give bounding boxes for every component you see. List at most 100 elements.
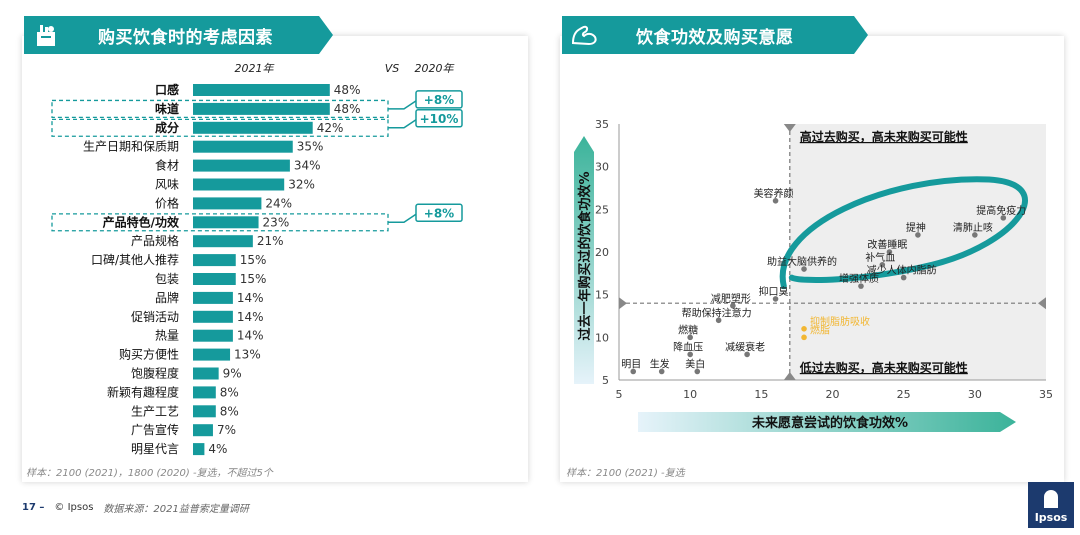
bar [193,140,293,153]
x-tick-label: 30 [968,388,982,401]
bar-value-label: 35% [297,140,324,154]
category-label: 促销活动 [131,310,179,324]
scatter-point-label: 美容养颜 [754,187,794,200]
category-label: 生产工艺 [131,404,179,418]
bar-value-label: 15% [240,272,267,286]
scatter-point [687,334,693,341]
category-label: 品牌 [155,291,179,305]
scatter-point [915,232,921,238]
highlight-connector-line [388,213,417,224]
scatter-point-label: 改善睡眠 [867,238,907,251]
bar [193,348,231,361]
bar-value-label: 24% [265,196,292,210]
bar [193,197,262,210]
scatter-point-label: 燃脂 [810,323,830,336]
scatter-point-label: 生发 [650,357,670,370]
page-number: 17 – [22,502,45,513]
x-tick-label: 25 [897,388,911,401]
efficacy-header: 饮食功效及购买意愿 [562,16,868,54]
growth-badge [415,109,463,128]
scatter-point [801,266,807,272]
scatter-point-label: 提神 [906,221,926,234]
quadrant-label-bottom-right: 低过去购买，高未来购买可能性 [799,360,968,375]
scatter-point-label: 增强体质 [839,272,879,285]
bar-value-label: 7% [217,423,236,437]
y-tick-label: 20 [595,246,609,259]
x-tick-label: 15 [754,388,768,401]
x-axis-title-arrow [638,412,1016,432]
scatter-point [858,283,864,289]
category-label: 产品特色/功效 [103,214,180,229]
y-tick-label: 15 [595,289,609,302]
year-2020-label: 2020年 [415,62,455,75]
scatter-point [900,274,907,281]
ipsos-logo-mark [1044,490,1058,508]
scatter-point-label: 补气血 [865,251,895,264]
growth-badge-label: +8% [424,93,454,107]
scatter-point [801,326,807,332]
scatter-point [730,302,736,309]
bar [193,367,219,380]
bar [193,329,233,342]
highlight-connector-line [388,119,417,129]
scatter-point [715,317,722,324]
category-label: 口碑/其他人推荐 [91,252,179,267]
data-source: 数据来源：2021益普索定量调研 [103,504,249,515]
scatter-point [886,249,893,255]
x-tick-label: 5 [616,388,623,401]
scatter-point-label: 抑口臭 [759,285,789,298]
right-sample-note: 样本：2100 (2021) -复选 [566,468,685,479]
bar [193,159,290,172]
category-label: 饱腹程度 [131,366,179,381]
scatter-point [630,368,637,375]
x-tick-label: 10 [683,388,697,401]
growth-badge [415,90,463,109]
bar [193,310,233,323]
growth-badge [415,203,463,223]
highlight-ellipse-arrow [779,176,1028,290]
bar-value-label: 23% [263,215,290,229]
scatter-point [879,262,886,268]
bar [193,424,213,437]
category-label: 味道 [155,101,179,116]
category-label: 广告宣传 [131,422,179,437]
bar [193,386,216,399]
bar-value-label: 34% [294,159,321,173]
bar [193,254,236,267]
bar-value-label: 21% [257,234,284,248]
y-tick-label: 10 [595,331,609,344]
quadrant-label-top-right: 高过去购买，高未来购买可能性 [800,129,968,144]
bar-value-label: 14% [237,291,264,305]
bar [193,443,205,456]
scatter-point-label: 降血压 [673,340,703,353]
x-tick-label: 20 [826,388,840,401]
x-axis-title: 未来愿意尝试的饮食功效% [751,415,908,431]
reference-arrow-right [1038,297,1046,310]
scatter-point-label: 帮助保持注意力 [682,306,752,319]
category-label: 产品规格 [131,233,179,248]
scatter-point [694,368,701,375]
growth-badge-label: +8% [424,206,454,220]
reference-arrow-left [619,297,627,310]
scatter-point [1000,215,1007,221]
scatter-point-label: 减少人体内脂肪 [867,264,937,277]
bar-value-label: 13% [234,348,261,362]
bar [193,235,253,248]
reference-arrow-bottom [783,372,796,380]
flexed-arm-icon [562,16,606,54]
y-tick-label: 30 [595,161,609,174]
scatter-point-label: 减肥塑形 [711,293,751,305]
bar [193,291,233,304]
grocery-bag-icon [24,16,68,54]
highlight-connector-line [388,100,417,110]
ipsos-logo-text: Ipsos [1034,511,1068,524]
ipsos-logo: Ipsos [1028,482,1074,528]
category-label: 包装 [155,272,179,286]
bar [193,84,330,96]
category-label: 价格 [155,195,179,210]
bar-value-label: 9% [223,367,242,381]
bar [193,121,313,134]
considerations-header: 购买饮食时的考虑因素 [24,16,333,54]
